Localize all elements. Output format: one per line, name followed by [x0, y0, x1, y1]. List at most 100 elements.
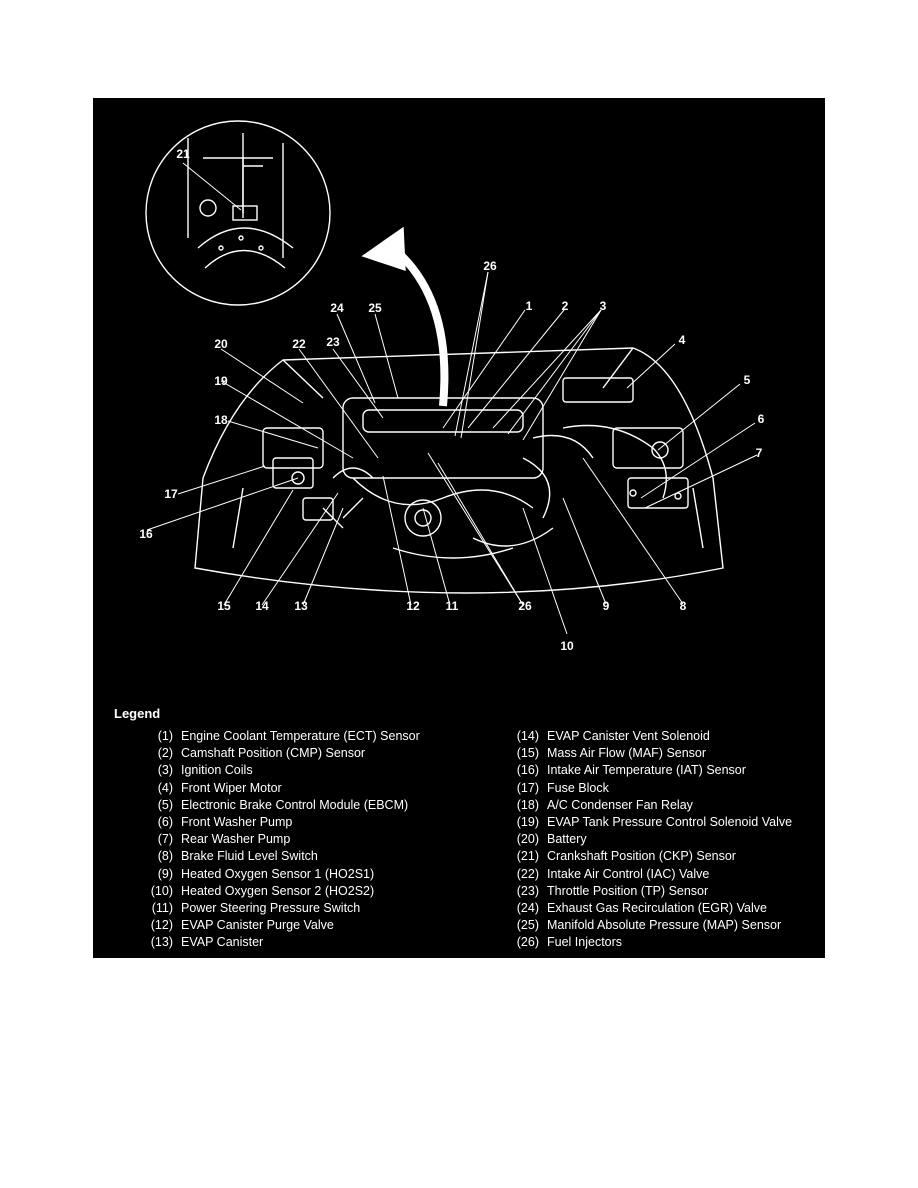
legend-item-text: Heated Oxygen Sensor 1 (HO2S1) [181, 866, 375, 881]
legend-list-left: (1) Engine Coolant Temperature (ECT) Sens… [133, 728, 420, 951]
legend-item-text: Front Wiper Motor [181, 780, 282, 795]
legend-item: (24) Exhaust Gas Recirculation (EGR) Valv… [499, 900, 792, 917]
legend-item-text: Front Washer Pump [181, 814, 293, 829]
legend-item: (22) Intake Air Control (IAC) Valve [499, 866, 792, 883]
legend-item: (9) Heated Oxygen Sensor 1 (HO2S1) [133, 866, 420, 883]
legend-item-text: Power Steering Pressure Switch [181, 900, 361, 915]
legend-item: (21) Crankshaft Position (CKP) Sensor [499, 848, 792, 865]
legend-item-number: (24) [516, 900, 539, 915]
legend-item-text: Mass Air Flow (MAF) Sensor [547, 746, 707, 761]
legend-item: (25) Manifold Absolute Pressure (MAP) Sen… [499, 917, 792, 934]
callout-26-top: 26 [483, 259, 497, 273]
legend-item-text: Ignition Coils [181, 763, 253, 778]
legend-item-number: (5) [157, 797, 173, 812]
legend-item-text: EVAP Tank Pressure Control Solenoid Valv… [547, 814, 793, 829]
legend-item-text: Crankshaft Position (CKP) Sensor [547, 849, 736, 864]
callout-21: 21 [176, 147, 190, 161]
legend-item-text: Intake Air Control (IAC) Valve [547, 866, 710, 881]
engine-line-art [145, 120, 724, 594]
legend-item-number: (17) [516, 780, 539, 795]
legend-item-text: Battery [547, 832, 587, 847]
legend-list-right: (14) EVAP Canister Vent Solenoid (15) Mass… [499, 728, 792, 951]
legend-item-number: (6) [157, 814, 173, 829]
legend-item-number: (8) [157, 849, 173, 864]
legend-item-text: EVAP Canister Purge Valve [181, 918, 334, 933]
legend-item-number: (23) [516, 883, 539, 898]
callout-16: 16 [139, 527, 153, 541]
callout-17: 17 [164, 487, 178, 501]
leader-lines [146, 162, 758, 635]
legend-item-number: (12) [150, 918, 173, 933]
callout-9: 9 [603, 599, 610, 613]
legend-item: (26) Fuel Injectors [499, 934, 792, 951]
legend-item-number: (22) [516, 866, 539, 881]
callout-7: 7 [756, 446, 763, 460]
callout-10: 10 [560, 639, 574, 653]
callout-24: 24 [330, 301, 344, 315]
legend-item-number: (21) [516, 849, 539, 864]
legend-item-number: (20) [516, 832, 539, 847]
callout-6: 6 [758, 412, 765, 426]
legend-item-number: (15) [516, 746, 539, 761]
callout-8: 8 [680, 599, 687, 613]
legend-item-text: Exhaust Gas Recirculation (EGR) Valve [547, 900, 767, 915]
callout-20: 20 [214, 337, 228, 351]
callout-1: 1 [526, 299, 533, 313]
legend-item-text: Throttle Position (TP) Sensor [547, 883, 709, 898]
callout-3: 3 [600, 299, 607, 313]
legend-item: (8)Brake Fluid Level Switch [133, 848, 420, 865]
legend-item-text: A/C Condenser Fan Relay [547, 797, 693, 812]
legend-item-text: Rear Washer Pump [181, 832, 291, 847]
legend-item: (12) EVAP Canister Purge Valve [133, 917, 420, 934]
legend-item-text: Intake Air Temperature (IAT) Sensor [547, 763, 746, 778]
legend-item: (20) Battery [499, 831, 792, 848]
callout-25: 25 [368, 301, 382, 315]
legend-item: (23) Throttle Position (TP) Sensor [499, 883, 792, 900]
legend-item-number: (14) [516, 729, 539, 743]
callout-5: 5 [744, 373, 751, 387]
legend-item-number: (3) [157, 763, 173, 778]
callout-4: 4 [679, 333, 686, 347]
legend-item: (5) Electronic Brake Control Module (EBCM… [133, 797, 420, 814]
legend-item: (19) EVAP Tank Pressure Control Solenoid … [499, 814, 792, 831]
callout-labels: 21 1 2 3 4 5 6 7 8 9 10 11 12 13 14 15 1… [139, 147, 764, 653]
legend-item: (4) Front Wiper Motor [133, 780, 420, 797]
legend-item: (6) Front Washer Pump [133, 814, 420, 831]
legend-item-number: (16) [516, 763, 539, 778]
legend-item-text: Engine Coolant Temperature (ECT) Sensor [181, 729, 420, 743]
legend-item-number: (18) [516, 797, 539, 812]
legend-item-text: EVAP Canister Vent Solenoid [547, 729, 710, 743]
callout-14: 14 [255, 599, 269, 613]
legend-item-number: (9) [157, 866, 173, 881]
legend-item-number: (25) [516, 918, 539, 933]
legend-title: Legend [114, 706, 161, 721]
legend-item: (3) Ignition Coils [133, 762, 420, 779]
legend-item-text: Electronic Brake Control Module (EBCM) [181, 797, 409, 812]
callout-18: 18 [214, 413, 228, 427]
callout-26-bottom: 26 [518, 599, 532, 613]
legend-item-number: (4) [157, 780, 173, 795]
legend-item: (13)EVAP Canister [133, 934, 420, 951]
legend-item: (2)Camshaft Position (CMP) Sensor [133, 745, 420, 762]
legend-item: (15) Mass Air Flow (MAF) Sensor [499, 745, 792, 762]
legend-item: (14) EVAP Canister Vent Solenoid [499, 728, 792, 745]
callout-11: 11 [446, 599, 459, 613]
callout-15: 15 [217, 599, 231, 613]
legend-item: (18) A/C Condenser Fan Relay [499, 797, 792, 814]
engine-compartment-diagram: 21 1 2 3 4 5 6 7 8 9 10 11 12 13 14 15 1… [139, 120, 765, 653]
legend-item-text: Fuel Injectors [547, 935, 623, 950]
callout-2: 2 [562, 299, 569, 313]
legend-item-number: (19) [516, 814, 539, 829]
legend-item: (10) Heated Oxygen Sensor 2 (HO2S2) [133, 883, 420, 900]
legend-item-number: (2) [157, 746, 173, 761]
callout-19: 19 [214, 374, 228, 388]
legend-item-number: (1) [157, 729, 173, 743]
legend-item-number: (26) [516, 935, 539, 950]
legend-item-text: Heated Oxygen Sensor 2 (HO2S2) [181, 883, 375, 898]
legend-item-number: (13) [150, 935, 173, 950]
legend-item-number: (10) [150, 883, 173, 898]
legend-item-text: Manifold Absolute Pressure (MAP) Sensor [547, 918, 782, 933]
callout-22: 22 [292, 337, 306, 351]
diagram-panel: 21 1 2 3 4 5 6 7 8 9 10 11 12 13 14 15 1… [93, 98, 825, 958]
legend-item: (7)Rear Washer Pump [133, 831, 420, 848]
